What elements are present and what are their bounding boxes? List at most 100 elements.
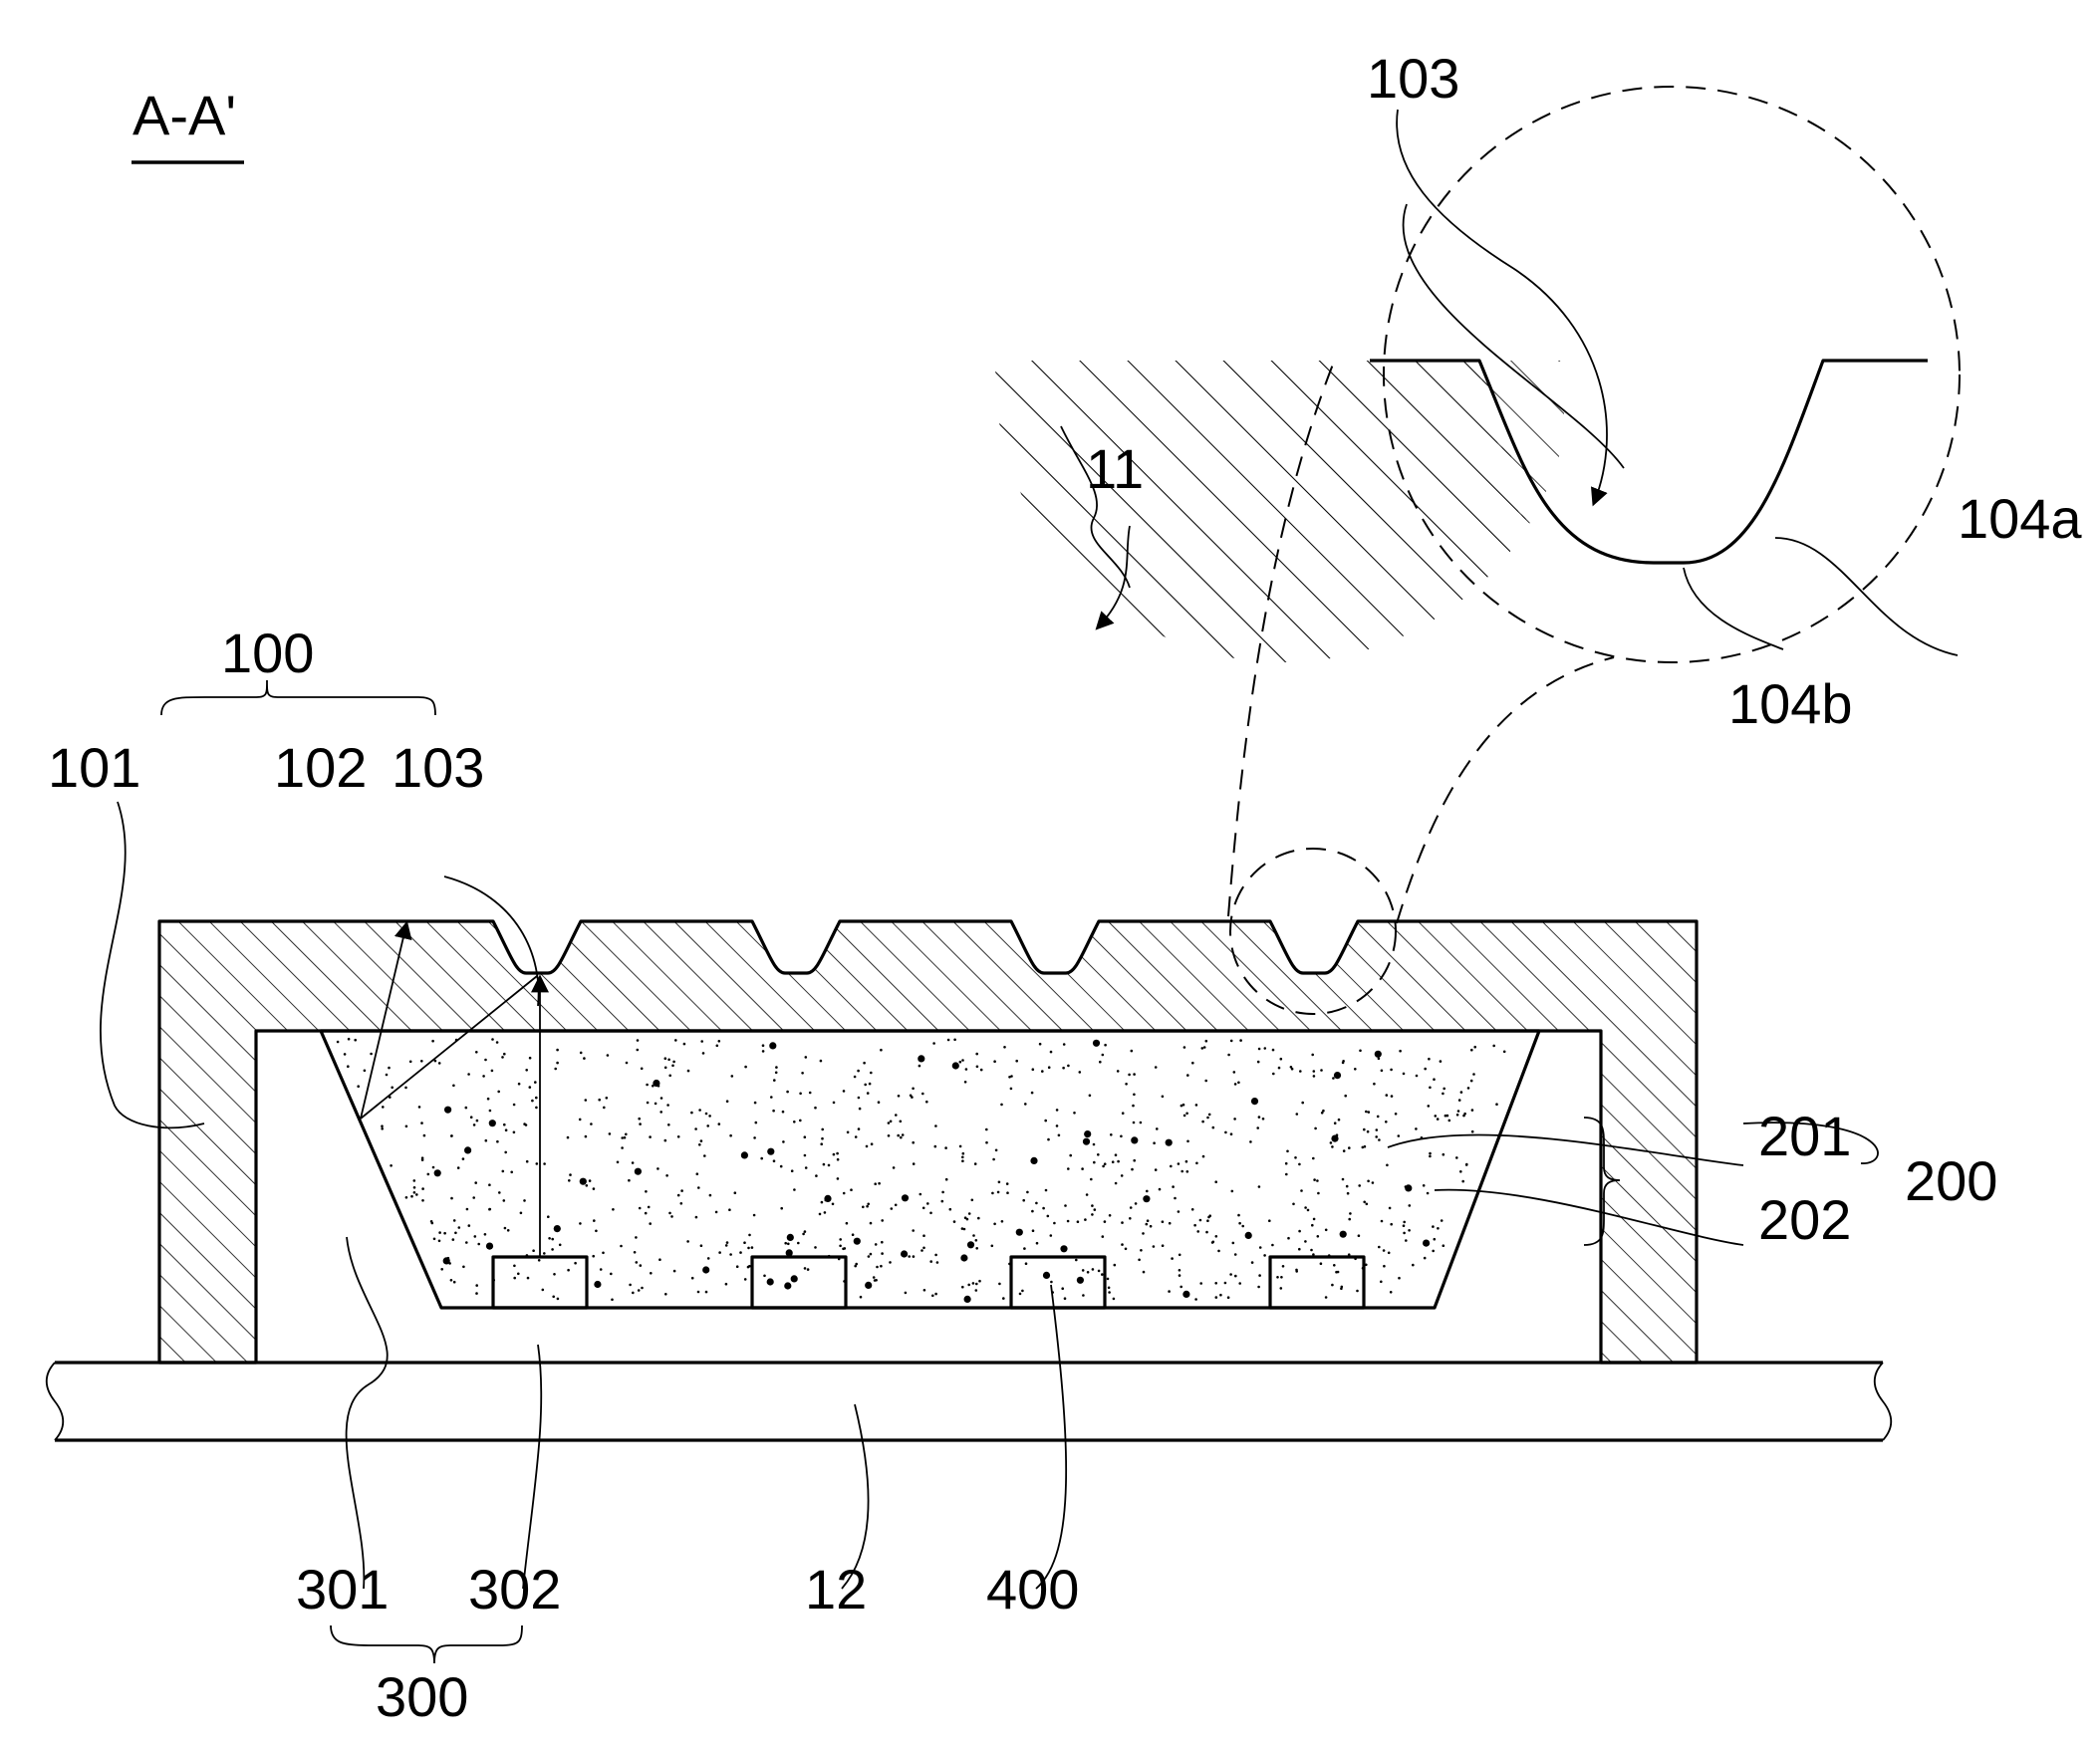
phosphor-particle: [674, 1039, 677, 1042]
phosphor-particle: [536, 1162, 539, 1165]
phosphor-particle: [997, 1191, 1000, 1194]
phosphor-particle: [762, 1050, 765, 1053]
phosphor-particle: [891, 1207, 894, 1210]
phosphor-particle: [793, 1188, 796, 1191]
phosphor-particle: [1117, 1160, 1120, 1163]
phosphor-particle: [870, 1072, 873, 1075]
led-chip: [1270, 1257, 1364, 1308]
phosphor-particle: [1150, 1225, 1153, 1228]
phosphor-particle: [1286, 1150, 1289, 1153]
phosphor-particle: [837, 1158, 840, 1161]
phosphor-particle: [1398, 1134, 1401, 1137]
phosphor-particle: [959, 1061, 962, 1064]
phosphor-particle: [754, 1102, 757, 1105]
phosphor-particle: [931, 1295, 934, 1298]
phosphor-particle: [1102, 1054, 1105, 1057]
phosphor-particle: [786, 1091, 789, 1094]
phosphor-particle: [659, 1111, 662, 1114]
phosphor-particle: [947, 1039, 950, 1042]
phosphor-particle: [589, 1179, 592, 1182]
phosphor-particle: [1237, 1214, 1240, 1217]
substrate-12: [47, 1363, 1892, 1440]
phosphor-particle: [1133, 1159, 1136, 1162]
phosphor-particle: [1224, 1131, 1227, 1134]
phosphor-particle: [646, 1084, 649, 1087]
phosphor-particle: [520, 1212, 523, 1215]
phosphor-particle: [974, 1162, 977, 1165]
phosphor-particle: [1206, 1117, 1209, 1120]
phosphor-particle: [881, 1219, 884, 1222]
phosphor-particle: [1067, 1065, 1070, 1068]
phosphor-particle: [718, 1251, 721, 1254]
phosphor-particle: [413, 1191, 416, 1194]
phosphor-particle: [1443, 1153, 1445, 1156]
phosphor-particle: [953, 1220, 956, 1223]
phosphor-particle: [1229, 1273, 1232, 1276]
phosphor-particle: [1075, 1259, 1078, 1262]
phosphor-particle: [1140, 1249, 1143, 1252]
phosphor-particle: [1143, 1271, 1146, 1274]
label-100: 100: [221, 622, 314, 684]
label-301: 301: [296, 1558, 389, 1621]
phosphor-particle: [458, 1226, 461, 1229]
phosphor-particle: [966, 1218, 969, 1221]
phosphor-particle: [431, 1222, 434, 1225]
phosphor-particle: [1061, 1287, 1064, 1290]
phosphor-particle: [1403, 1221, 1406, 1224]
phosphor-particle: [702, 1052, 705, 1055]
phosphor-particle: [1336, 1133, 1339, 1136]
phosphor-particle: [866, 1205, 869, 1208]
phosphor-particle: [753, 1136, 756, 1139]
phosphor-particle: [1122, 1112, 1125, 1115]
phosphor-particle: [635, 1168, 642, 1175]
phosphor-particle: [964, 1081, 967, 1084]
phosphor-particle: [554, 1225, 561, 1232]
phosphor-particle: [1390, 1223, 1393, 1226]
phosphor-particle: [612, 1208, 615, 1211]
phosphor-particle: [1378, 1138, 1381, 1141]
led-chip: [493, 1257, 587, 1308]
phosphor-particle: [918, 1055, 924, 1062]
phosphor-particle: [1363, 1201, 1366, 1204]
phosphor-particle: [868, 1255, 871, 1258]
phosphor-particle: [944, 1146, 947, 1149]
phosphor-particle: [718, 1040, 721, 1043]
phosphor-particle: [700, 1244, 703, 1247]
phosphor-particle: [1128, 1074, 1131, 1077]
phosphor-particle: [1062, 1067, 1065, 1070]
phosphor-particle: [1251, 1261, 1254, 1264]
phosphor-particle: [1114, 1264, 1117, 1267]
phosphor-particle: [523, 1122, 526, 1125]
phosphor-particle: [649, 1222, 652, 1225]
phosphor-particle: [725, 1283, 728, 1286]
phosphor-particle: [1186, 1074, 1189, 1077]
phosphor-particle: [1109, 1214, 1112, 1217]
phosphor-particle: [934, 1254, 937, 1257]
phosphor-particle: [1398, 1277, 1401, 1280]
phosphor-particle: [502, 1170, 505, 1173]
phosphor-particle: [457, 1166, 460, 1169]
phosphor-particle: [1325, 1296, 1328, 1299]
phosphor-particle: [1179, 1254, 1181, 1257]
phosphor-particle: [1047, 1138, 1050, 1141]
phosphor-particle: [475, 1051, 478, 1054]
phosphor-particle: [876, 1266, 879, 1269]
phosphor-particle: [1257, 1286, 1260, 1289]
phosphor-particle: [1473, 1046, 1476, 1049]
phosphor-particle: [782, 1111, 785, 1114]
phosphor-particle: [1263, 1254, 1266, 1257]
phosphor-particle: [579, 1222, 582, 1225]
section-title: A-A': [132, 84, 236, 146]
phosphor-particle: [1194, 1298, 1197, 1301]
phosphor-particle: [897, 1134, 900, 1137]
phosphor-particle: [1348, 1146, 1351, 1149]
phosphor-particle: [507, 1229, 510, 1232]
phosphor-particle: [1121, 1243, 1124, 1246]
phosphor-particle: [551, 1248, 554, 1251]
phosphor-particle: [468, 1224, 471, 1227]
phosphor-particle: [1121, 1221, 1124, 1224]
phosphor-particle: [1191, 1208, 1194, 1211]
phosphor-particle: [667, 1123, 670, 1126]
phosphor-particle: [913, 1255, 916, 1258]
phosphor-particle: [513, 1104, 516, 1107]
